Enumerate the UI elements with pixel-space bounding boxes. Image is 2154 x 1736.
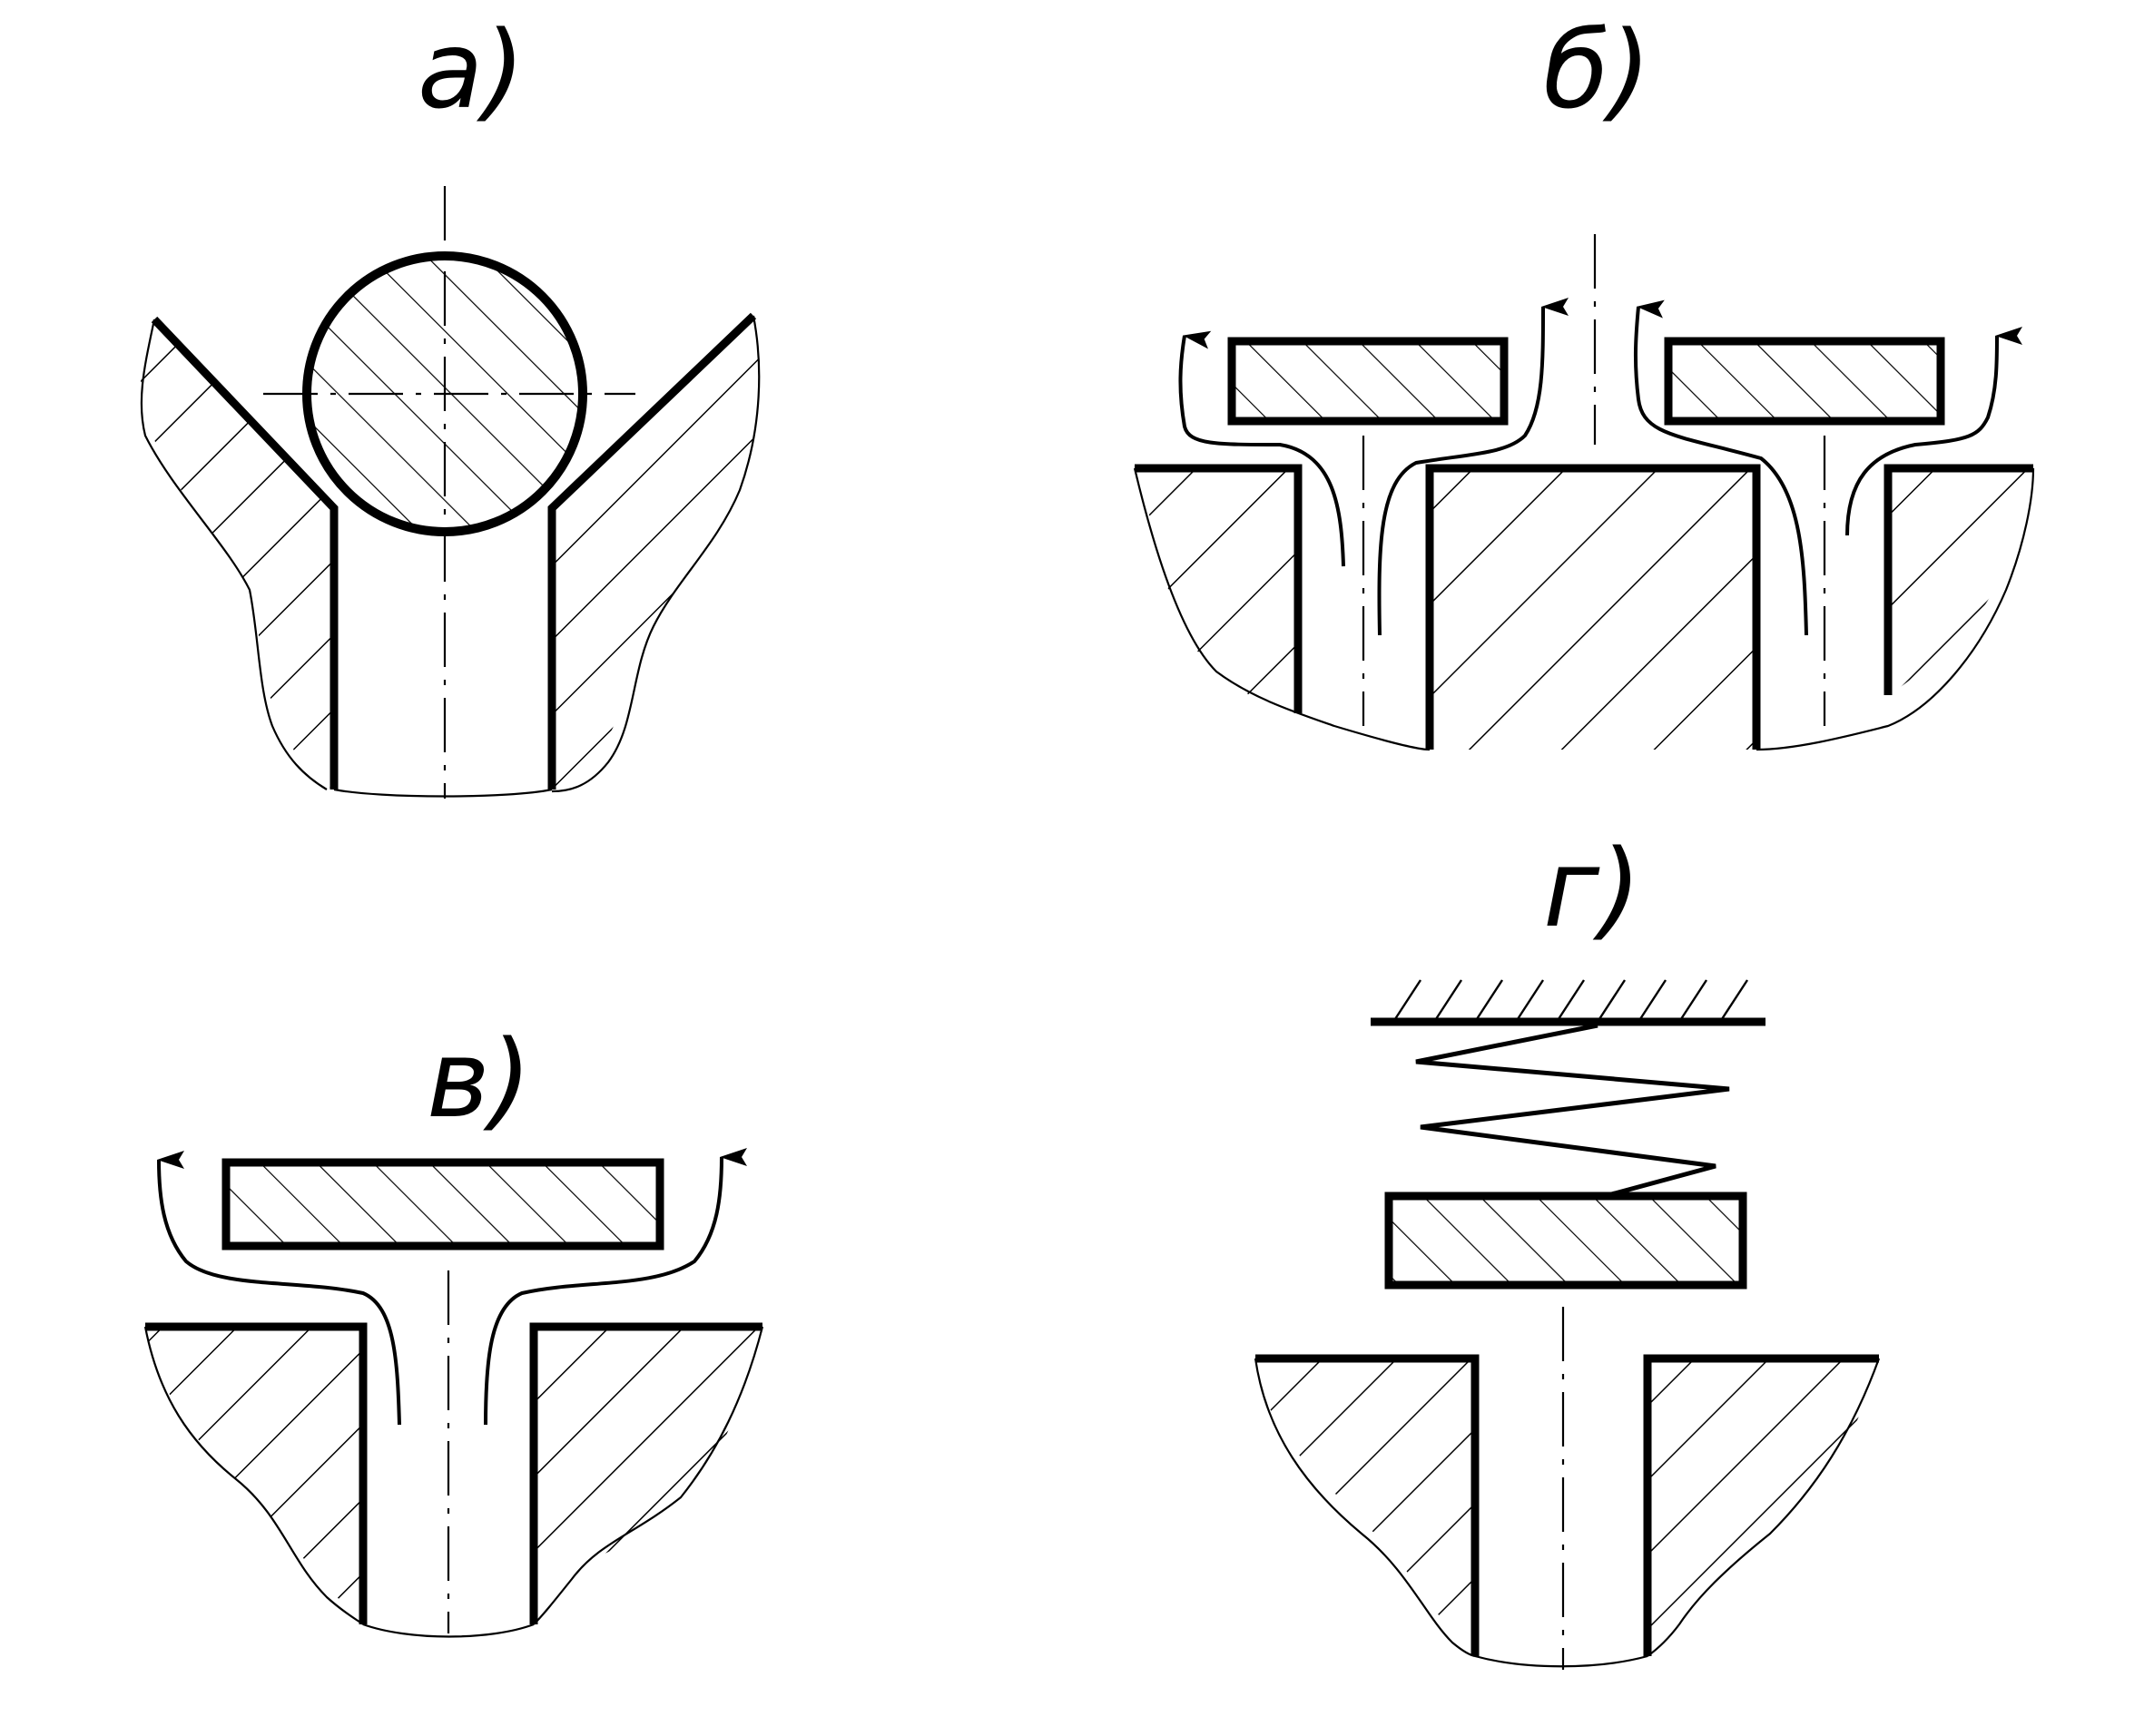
panel-g: г)	[1254, 826, 1881, 1670]
panel-v-label: в)	[427, 1016, 532, 1142]
panel-b-seat-right	[1888, 468, 2033, 695]
panel-g-seat-right	[1647, 1358, 1879, 1656]
panel-b-flow-arrow-2	[1377, 298, 1569, 636]
panel-b-label: б)	[1543, 7, 1651, 132]
panel-b-seat-center	[1430, 468, 1756, 750]
panel-b-seat-left	[1135, 468, 1298, 713]
panel-v: в)	[143, 1016, 764, 1638]
panel-v-seat-right	[534, 1327, 762, 1624]
panel-b-flow-arrow-4	[1845, 327, 2023, 536]
panel-g-seat-left	[1255, 1358, 1475, 1656]
panel-a: а)	[140, 7, 762, 799]
panel-a-right-seat-body	[552, 316, 762, 790]
panel-b-plate-left	[1227, 337, 1509, 426]
panel-b: б)	[1133, 7, 2035, 751]
panel-g-spring	[1415, 1023, 1730, 1199]
panel-v-plate	[221, 1158, 664, 1251]
panel-g-plate	[1384, 1192, 1747, 1290]
panel-a-left-seat-body	[141, 319, 334, 790]
panel-g-support-hatching	[1392, 979, 1749, 1023]
panel-b-flow-arrow-3	[1633, 299, 1808, 636]
panel-v-flow-arrow-right	[484, 1148, 748, 1426]
panel-g-label: г)	[1543, 826, 1641, 951]
panel-a-label: а)	[418, 7, 525, 132]
panel-v-flow-arrow-left	[157, 1150, 401, 1426]
panel-v-seat-left	[145, 1327, 363, 1624]
panel-b-flow-arrow-1	[1178, 330, 1345, 567]
panel-b-plate-right	[1664, 337, 1945, 426]
